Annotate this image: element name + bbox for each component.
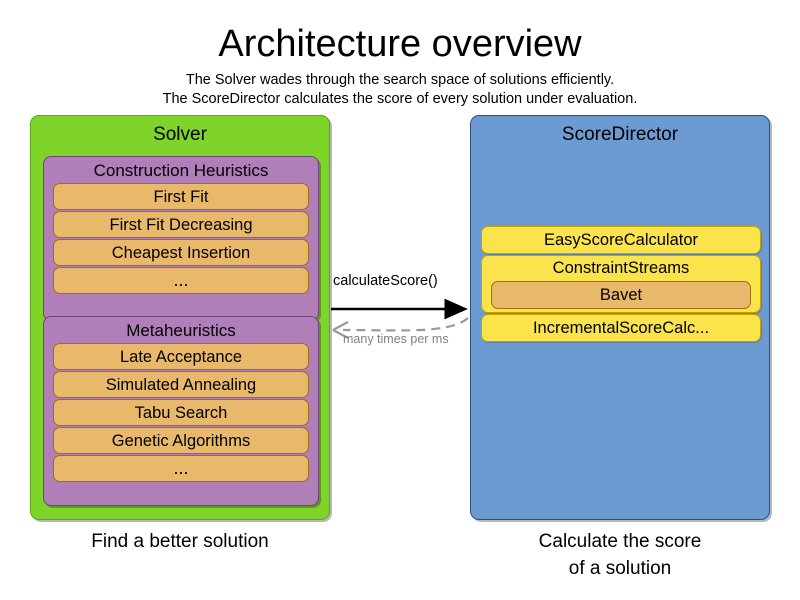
constraint-streams-box: ConstraintStreams Bavet [481, 255, 761, 313]
list-item: Late Acceptance [53, 343, 309, 370]
list-item: Tabu Search [53, 399, 309, 426]
many-times-per-ms-arrow [342, 317, 469, 332]
list-item: Simulated Annealing [53, 371, 309, 398]
page-title: Architecture overview [218, 23, 582, 65]
list-item: First Fit Decreasing [53, 211, 309, 238]
metaheuristics-title: Metaheuristics [126, 321, 236, 340]
score-director-caption-line-1: Calculate the score [538, 531, 702, 552]
list-item: Cheapest Insertion [53, 239, 309, 266]
incremental-score-calculator-box: IncrementalScoreCalc... [481, 314, 761, 342]
page-subtitle-line-1: The Solver wades through the search spac… [185, 72, 615, 88]
list-item: First Fit [53, 183, 309, 210]
solver-panel-title: Solver [153, 124, 207, 145]
many-times-per-ms-arrow-label: many times per ms [343, 332, 449, 346]
list-item-ellipsis: ... [53, 455, 309, 482]
construction-heuristics-title: Construction Heuristics [93, 161, 269, 180]
metaheuristics-group: Metaheuristics Late Acceptance Simulated… [43, 316, 319, 506]
list-item: Genetic Algorithms [53, 427, 309, 454]
list-item-ellipsis: ... [53, 267, 309, 294]
solver-caption: Find a better solution [91, 531, 269, 552]
construction-heuristics-item-list: First Fit First Fit Decreasing Cheapest … [53, 183, 309, 294]
constraint-streams-label: ConstraintStreams [552, 259, 690, 277]
easy-score-calculator-box: EasyScoreCalculator [481, 226, 761, 254]
score-calculator-list: EasyScoreCalculator ConstraintStreams Ba… [481, 226, 761, 343]
score-director-caption: Calculate the score of a solution [470, 528, 770, 582]
bavet-box: Bavet [491, 281, 751, 309]
score-director-panel-title: ScoreDirector [561, 124, 679, 145]
score-director-caption-line-2: of a solution [568, 558, 672, 579]
construction-heuristics-group: Construction Heuristics First Fit First … [43, 156, 319, 321]
page-header: Architecture overview The Solver wades t… [0, 22, 800, 109]
solver-panel: Solver Construction Heuristics First Fit… [30, 115, 330, 520]
page-subtitle-line-2: The ScoreDirector calculates the score o… [162, 91, 638, 107]
metaheuristics-item-list: Late Acceptance Simulated Annealing Tabu… [53, 343, 309, 482]
score-director-panel: ScoreDirector EasyScoreCalculator Constr… [470, 115, 770, 520]
calculate-score-arrow-label: calculateScore() [333, 273, 438, 289]
